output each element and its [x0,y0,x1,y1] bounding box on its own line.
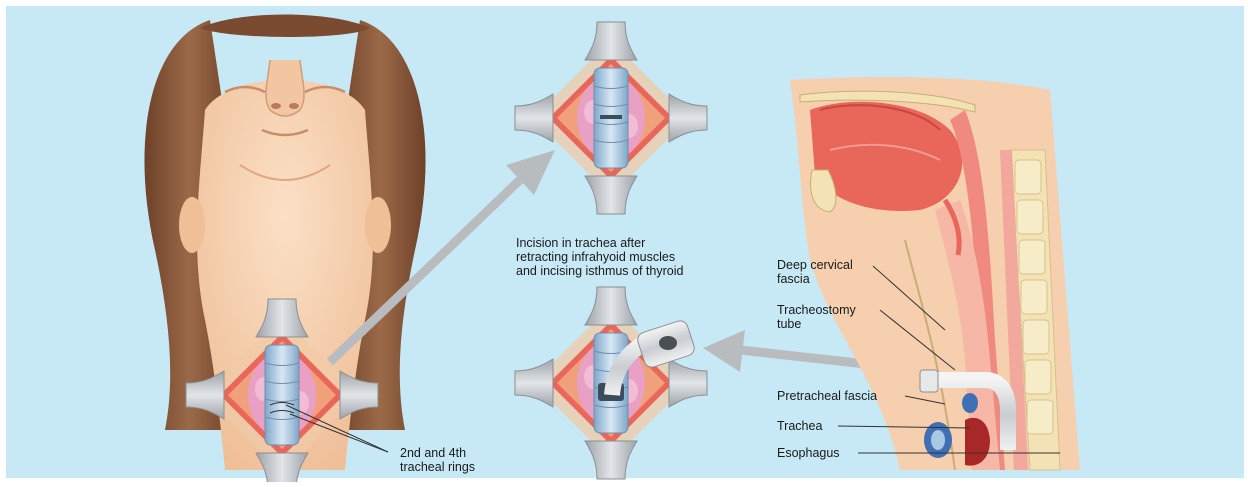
deep-cervical-fascia-label: Deep cervical fascia [777,258,853,286]
tracheostomy-tube-line-2: tube [777,317,856,331]
incision-caption-line-3: and incising isthmus of thyroid [516,264,683,278]
trachea-label: Trachea [777,419,822,433]
tracheostomy-tube-label: Tracheostomy tube [777,303,856,331]
incision-caption-line-2: retracting infrahyoid muscles [516,250,683,264]
incision-caption-line-1: Incision in trachea after [516,236,683,250]
deep-cervical-fascia-line-1: Deep cervical [777,258,853,272]
incision-caption: Incision in trachea after retracting inf… [516,236,683,278]
rings-label-line-2: tracheal rings [400,460,475,474]
esophagus-label: Esophagus [777,446,840,460]
deep-cervical-fascia-line-2: fascia [777,272,853,286]
tracheostomy-tube-line-1: Tracheostomy [777,303,856,317]
pretracheal-fascia-label: Pretracheal fascia [777,389,877,403]
patient-head-illustration [144,15,425,483]
rings-label: 2nd and 4th tracheal rings [400,446,475,474]
rings-label-line-1: 2nd and 4th [400,446,475,460]
